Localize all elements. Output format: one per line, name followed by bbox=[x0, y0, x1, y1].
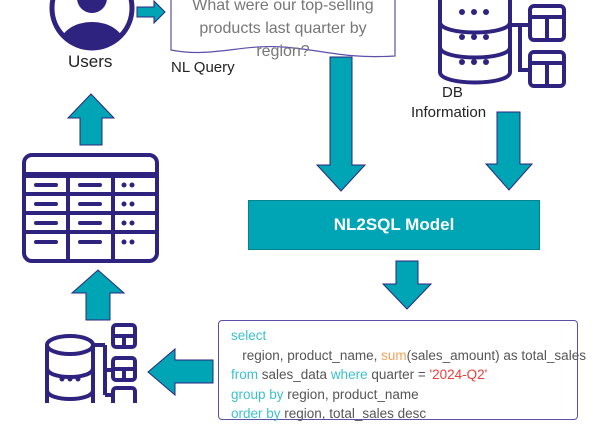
sql-keyword: order by bbox=[231, 406, 281, 421]
user-icon bbox=[49, 0, 135, 51]
sql-text: sales_data bbox=[258, 367, 331, 382]
nl-query-label: NL Query bbox=[171, 59, 235, 76]
sql-keyword: from bbox=[231, 367, 258, 382]
sql-keyword: group by bbox=[231, 386, 284, 402]
nl-query-line: products last quarter by region? bbox=[199, 20, 367, 60]
sql-text: region, product_name, bbox=[231, 347, 382, 363]
document-shape bbox=[170, 0, 396, 58]
nl-query-text: What were our top-selling products last … bbox=[172, 0, 394, 63]
sql-string: '2024-Q2' bbox=[429, 367, 488, 382]
db-label-line1: DB bbox=[442, 84, 463, 101]
db-label-line2: Information bbox=[411, 104, 487, 121]
arrow-up-icon bbox=[66, 93, 116, 146]
nl-query-line: What were our top-selling bbox=[192, 0, 374, 14]
sql-text: region, total_sales desc bbox=[280, 406, 427, 421]
table-icon bbox=[22, 153, 159, 263]
arrow-left-icon bbox=[147, 347, 214, 397]
sql-keyword: where bbox=[330, 367, 368, 382]
arrow-right-icon bbox=[136, 0, 166, 25]
nl2sql-model-box: NL2SQL Model bbox=[248, 200, 540, 250]
sql-keyword: select bbox=[231, 328, 267, 343]
arrow-down-icon bbox=[381, 260, 433, 310]
sql-text: quarter = bbox=[367, 367, 430, 382]
database-icon bbox=[438, 0, 566, 88]
sql-function: sum bbox=[381, 347, 407, 363]
database-icon bbox=[45, 323, 137, 403]
arrow-down-icon bbox=[484, 111, 534, 191]
sql-text: region, product_name bbox=[283, 386, 419, 402]
sql-code-box: select region, product_name, sum(sales_a… bbox=[218, 320, 586, 421]
diagram-canvas bbox=[22, 0, 566, 403]
arrow-up-icon bbox=[70, 269, 126, 321]
arrow-down-icon bbox=[315, 56, 367, 192]
users-label: Users bbox=[68, 52, 113, 71]
sql-text: (sales_amount) as total_sales bbox=[406, 347, 586, 363]
